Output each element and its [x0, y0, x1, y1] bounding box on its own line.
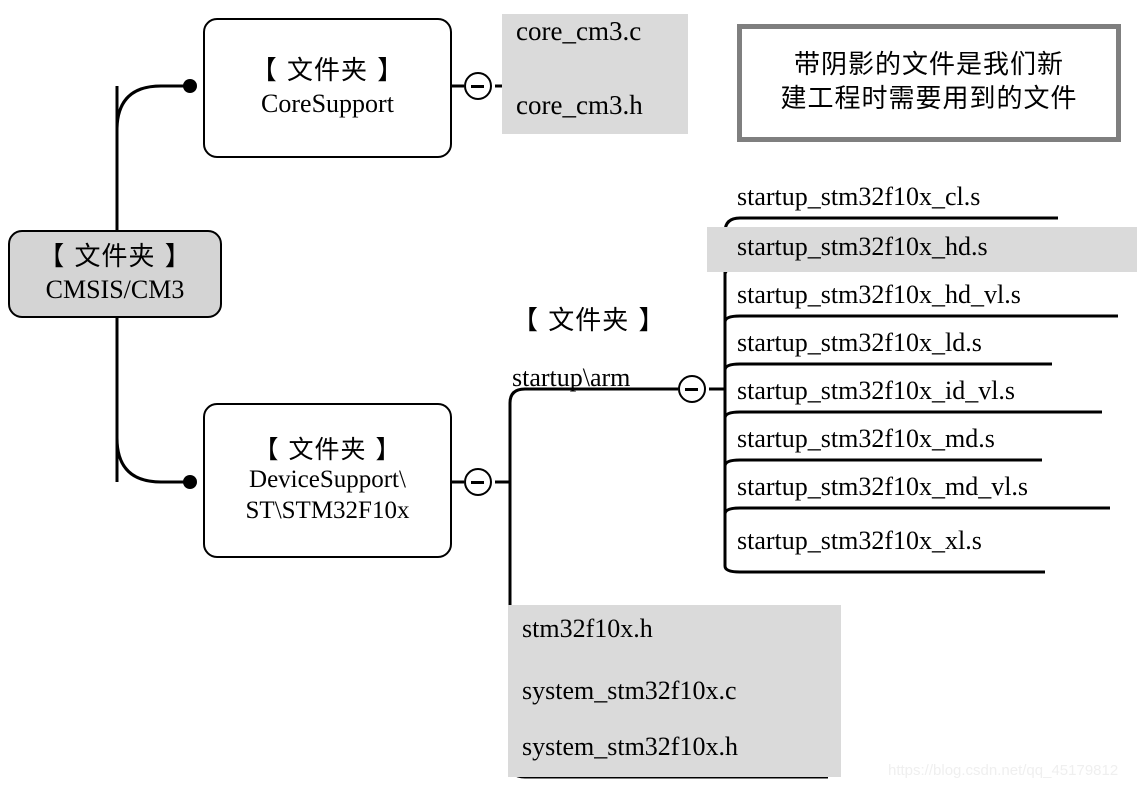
file-stm32f10x-h-label: stm32f10x.h [522, 614, 653, 643]
file-system-stm32f10x-c[interactable]: system_stm32f10x.c [518, 678, 739, 706]
startup-arm-folder[interactable]: 【 文件夹 】 startup\arm [508, 300, 684, 393]
file-startup-ld-label: startup_stm32f10x_ld.s [737, 328, 982, 357]
file-startup-xl[interactable]: startup_stm32f10x_xl.s [733, 528, 984, 556]
file-startup-id-vl-label: startup_stm32f10x_id_vl.s [737, 376, 1016, 405]
file-core-cm3-h[interactable]: core_cm3.h [512, 92, 645, 121]
shade-startup-hd [707, 227, 1137, 272]
core-support-folder-label-1: 【 文件夹 】 [250, 56, 405, 87]
cmsis-cm3-folder-label-1: 【 文件夹 】 [38, 242, 192, 273]
file-startup-md-vl[interactable]: startup_stm32f10x_md_vl.s [733, 474, 1030, 502]
file-startup-cl-label: startup_stm32f10x_cl.s [737, 182, 981, 211]
file-startup-id-vl[interactable]: startup_stm32f10x_id_vl.s [733, 378, 1017, 406]
core-support-folder-label-2: CoreSupport [261, 89, 394, 118]
collapse-toggle-device-support[interactable] [464, 468, 492, 496]
file-startup-md-vl-label: startup_stm32f10x_md_vl.s [737, 472, 1029, 501]
file-startup-hd-vl-label: startup_stm32f10x_hd_vl.s [737, 280, 1021, 309]
core-support-folder[interactable]: 【 文件夹 】 CoreSupport [203, 18, 452, 158]
file-startup-hd[interactable]: startup_stm32f10x_hd.s [733, 234, 990, 262]
file-startup-xl-label: startup_stm32f10x_xl.s [737, 526, 982, 555]
collapse-toggle-startup-arm[interactable] [678, 375, 706, 403]
junction-dot-device-support [183, 475, 197, 489]
file-system-stm32f10x-c-label: system_stm32f10x.c [522, 676, 737, 705]
file-startup-cl[interactable]: startup_stm32f10x_cl.s [733, 184, 982, 212]
file-core-cm3-c-label: core_cm3.c [516, 16, 642, 46]
file-system-stm32f10x-h[interactable]: system_stm32f10x.h [518, 734, 740, 762]
device-support-folder-label-2: DeviceSupport\ [249, 466, 406, 494]
file-system-stm32f10x-h-label: system_stm32f10x.h [522, 732, 738, 761]
junction-dot-core-support [183, 79, 197, 93]
legend-note-line-1: 带阴影的文件是我们新 [793, 50, 1064, 81]
file-stm32f10x-h[interactable]: stm32f10x.h [518, 616, 655, 644]
legend-note-line-2: 建工程时需要用到的文件 [780, 84, 1078, 114]
collapse-toggle-core-support[interactable] [464, 72, 492, 100]
cmsis-cm3-folder[interactable]: 【 文件夹 】 CMSIS/CM3 [8, 230, 222, 318]
file-core-cm3-h-label: core_cm3.h [516, 90, 643, 120]
file-startup-md[interactable]: startup_stm32f10x_md.s [733, 426, 997, 454]
legend-note: 带阴影的文件是我们新 建工程时需要用到的文件 [737, 24, 1121, 142]
startup-arm-folder-label-1: 【 文件夹 】 [512, 306, 666, 336]
file-startup-ld[interactable]: startup_stm32f10x_ld.s [733, 330, 984, 358]
cmsis-cm3-folder-label-2: CMSIS/CM3 [45, 275, 185, 304]
file-startup-hd-label: startup_stm32f10x_hd.s [737, 232, 988, 261]
shade-device-files-group [508, 605, 841, 777]
device-support-folder-label-3: ST\STM32F10x [245, 496, 410, 524]
device-support-folder-label-1: 【 文件夹 】 [253, 434, 402, 464]
startup-arm-folder-label-2: startup\arm [512, 363, 631, 392]
device-support-folder[interactable]: 【 文件夹 】 DeviceSupport\ ST\STM32F10x [203, 403, 452, 558]
file-startup-hd-vl[interactable]: startup_stm32f10x_hd_vl.s [733, 282, 1023, 310]
file-core-cm3-c[interactable]: core_cm3.c [512, 18, 643, 47]
watermark: https://blog.csdn.net/qq_45179812 [888, 762, 1119, 779]
file-startup-md-label: startup_stm32f10x_md.s [737, 424, 995, 453]
